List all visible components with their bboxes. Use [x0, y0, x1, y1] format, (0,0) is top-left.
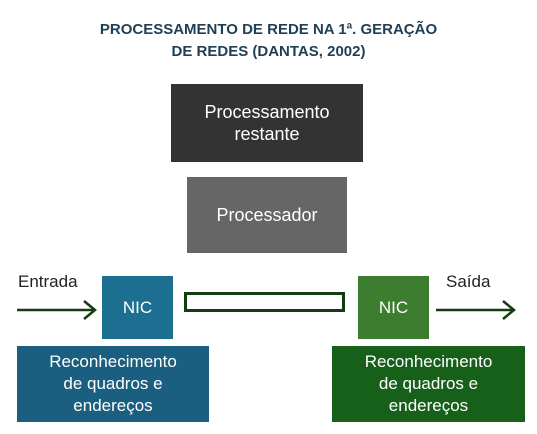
recognition-left-line-2: de quadros e	[63, 374, 163, 393]
arrow-right-icon	[436, 300, 516, 320]
recognition-right-line-2: de quadros e	[378, 374, 479, 393]
recognition-right-box: Reconhecimento de quadros e endereços	[332, 346, 525, 422]
nic-left-box: NIC	[102, 276, 173, 339]
processor-label: Processador	[216, 204, 318, 225]
recognition-left-line-3: endereços	[73, 396, 153, 415]
arrow-right-icon	[17, 300, 97, 320]
processing-rest-line-2: restante	[234, 124, 300, 144]
nic-left-label: NIC	[122, 297, 153, 317]
network-bus	[184, 292, 345, 312]
recognition-left-line-1: Reconhecimento	[49, 352, 177, 371]
diagram-title: PROCESSAMENTO DE REDE NA 1ª. GERAÇÃO DE …	[0, 19, 537, 63]
title-line-2: DE REDES (DANTAS, 2002)	[171, 43, 366, 60]
nic-right-box: NIC	[358, 276, 429, 339]
processing-rest-box: Processamento restante	[171, 84, 363, 162]
recognition-right-line-3: endereços	[388, 396, 469, 415]
output-label: Saída	[446, 272, 491, 291]
nic-right-label: NIC	[378, 297, 409, 317]
title-line-1: PROCESSAMENTO DE REDE NA 1ª. GERAÇÃO	[99, 21, 438, 38]
recognition-left-box: Reconhecimento de quadros e endereços	[17, 346, 209, 422]
recognition-right-line-1: Reconhecimento	[364, 352, 493, 371]
input-label: Entrada	[18, 272, 78, 291]
processing-rest-line-1: Processamento	[204, 102, 330, 122]
processor-box: Processador	[187, 177, 347, 253]
